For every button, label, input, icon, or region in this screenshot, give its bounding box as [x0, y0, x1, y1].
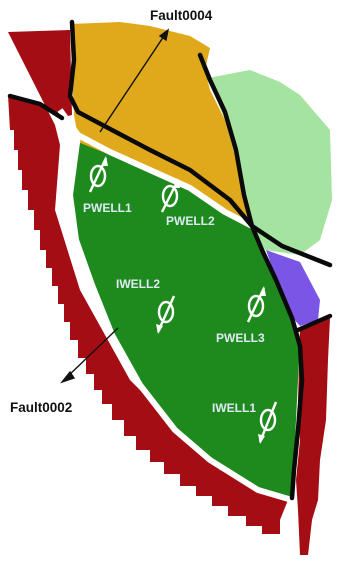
- well-symbols: [88, 156, 278, 444]
- fault-line-central: [197, 52, 305, 501]
- well-label-pwell1: PWELL1: [83, 201, 132, 215]
- fault-annotations: [59, 28, 170, 384]
- reservoir-boundary: [57, 108, 293, 503]
- pwell1-symbol: [88, 156, 108, 193]
- fault-label-fault0002: Fault0002: [10, 400, 72, 415]
- pwell2-symbol: [160, 178, 180, 213]
- well-label-pwell2: PWELL2: [166, 214, 215, 228]
- well-label-iwell1: IWELL1: [212, 401, 256, 415]
- fault-line-north: [67, 19, 333, 268]
- fault0004-arrow: [99, 29, 169, 133]
- fault0002-arrowhead: [59, 370, 76, 384]
- fault-label-fault0004: Fault0004: [150, 8, 213, 23]
- well-label-iwell2: IWELL2: [116, 277, 160, 291]
- iwell2-symbol: [156, 295, 176, 334]
- iwell1-symbol: [258, 401, 278, 444]
- well-label-pwell3: PWELL3: [216, 331, 265, 345]
- fault0004-arrowhead: [158, 28, 170, 42]
- fault-line-east: [295, 313, 333, 333]
- red-fault-block-west: [8, 30, 290, 534]
- red-fault-block-east: [296, 318, 330, 555]
- orange-fault-block: [70, 22, 248, 222]
- green-reservoir-block: [70, 142, 300, 500]
- light-green-fault-block: [208, 70, 332, 255]
- fault0002-arrow: [65, 327, 119, 379]
- pwell3-symbol: [246, 286, 266, 323]
- fault-lines: [7, 19, 333, 501]
- fault-line-west-stub: [7, 93, 65, 121]
- purple-fault-block: [266, 250, 320, 326]
